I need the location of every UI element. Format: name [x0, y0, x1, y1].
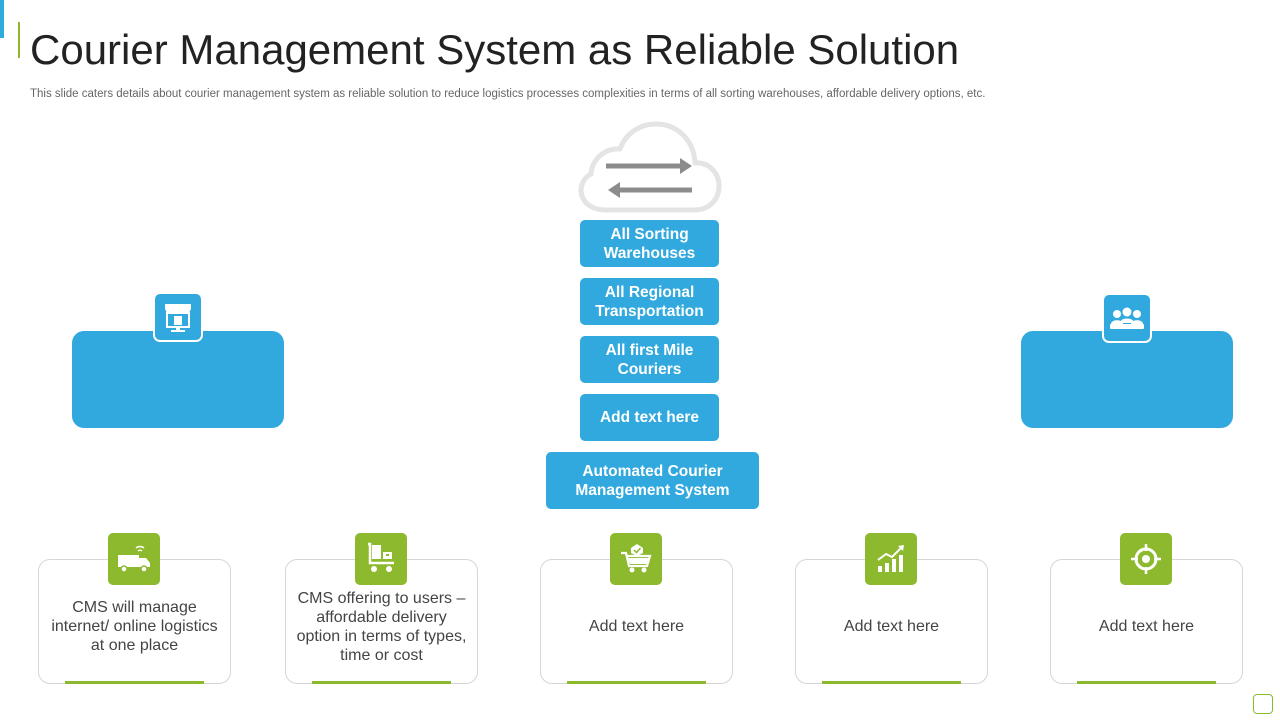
team-meeting-icon	[1102, 293, 1152, 343]
stack-item-sorting-warehouses: All Sorting Warehouses	[580, 220, 719, 267]
online-store-icon	[153, 292, 203, 342]
slide-subtitle: This slide caters details about courier …	[30, 88, 986, 100]
card-2-text: CMS offering to users – affordable deliv…	[296, 589, 467, 664]
target-icon	[1120, 533, 1172, 585]
card-1-underline	[65, 681, 204, 684]
card-3-underline	[567, 681, 706, 684]
card-1-text: CMS will manage internet/ online logisti…	[51, 599, 218, 654]
card-4-underline	[822, 681, 961, 684]
accent-bar-green	[18, 22, 20, 58]
right-panel	[1021, 331, 1233, 428]
left-panel	[72, 331, 284, 428]
card-3-text: Add text here	[588, 618, 685, 635]
cloud-exchange-icon	[578, 121, 722, 213]
card-4-text: Add text here	[843, 618, 940, 635]
delivery-truck-icon	[108, 533, 160, 585]
card-2-underline	[312, 681, 451, 684]
stack-item-regional-transportation: All Regional Transportation	[580, 278, 719, 325]
accent-bar-blue	[0, 0, 4, 38]
card-5-underline	[1077, 681, 1216, 684]
slide-title: Courier Management System as Reliable So…	[30, 26, 960, 73]
stack-base-automated-cms: Automated Courier Management System	[546, 452, 759, 509]
stack-item-first-mile-couriers: All first Mile Couriers	[580, 336, 719, 383]
shopping-cart-icon	[610, 533, 662, 585]
hand-truck-icon	[355, 533, 407, 585]
growth-chart-icon	[865, 533, 917, 585]
slide-corner-box	[1253, 694, 1273, 714]
card-5-text: Add text here	[1098, 618, 1195, 635]
stack-item-add-text: Add text here	[580, 394, 719, 441]
